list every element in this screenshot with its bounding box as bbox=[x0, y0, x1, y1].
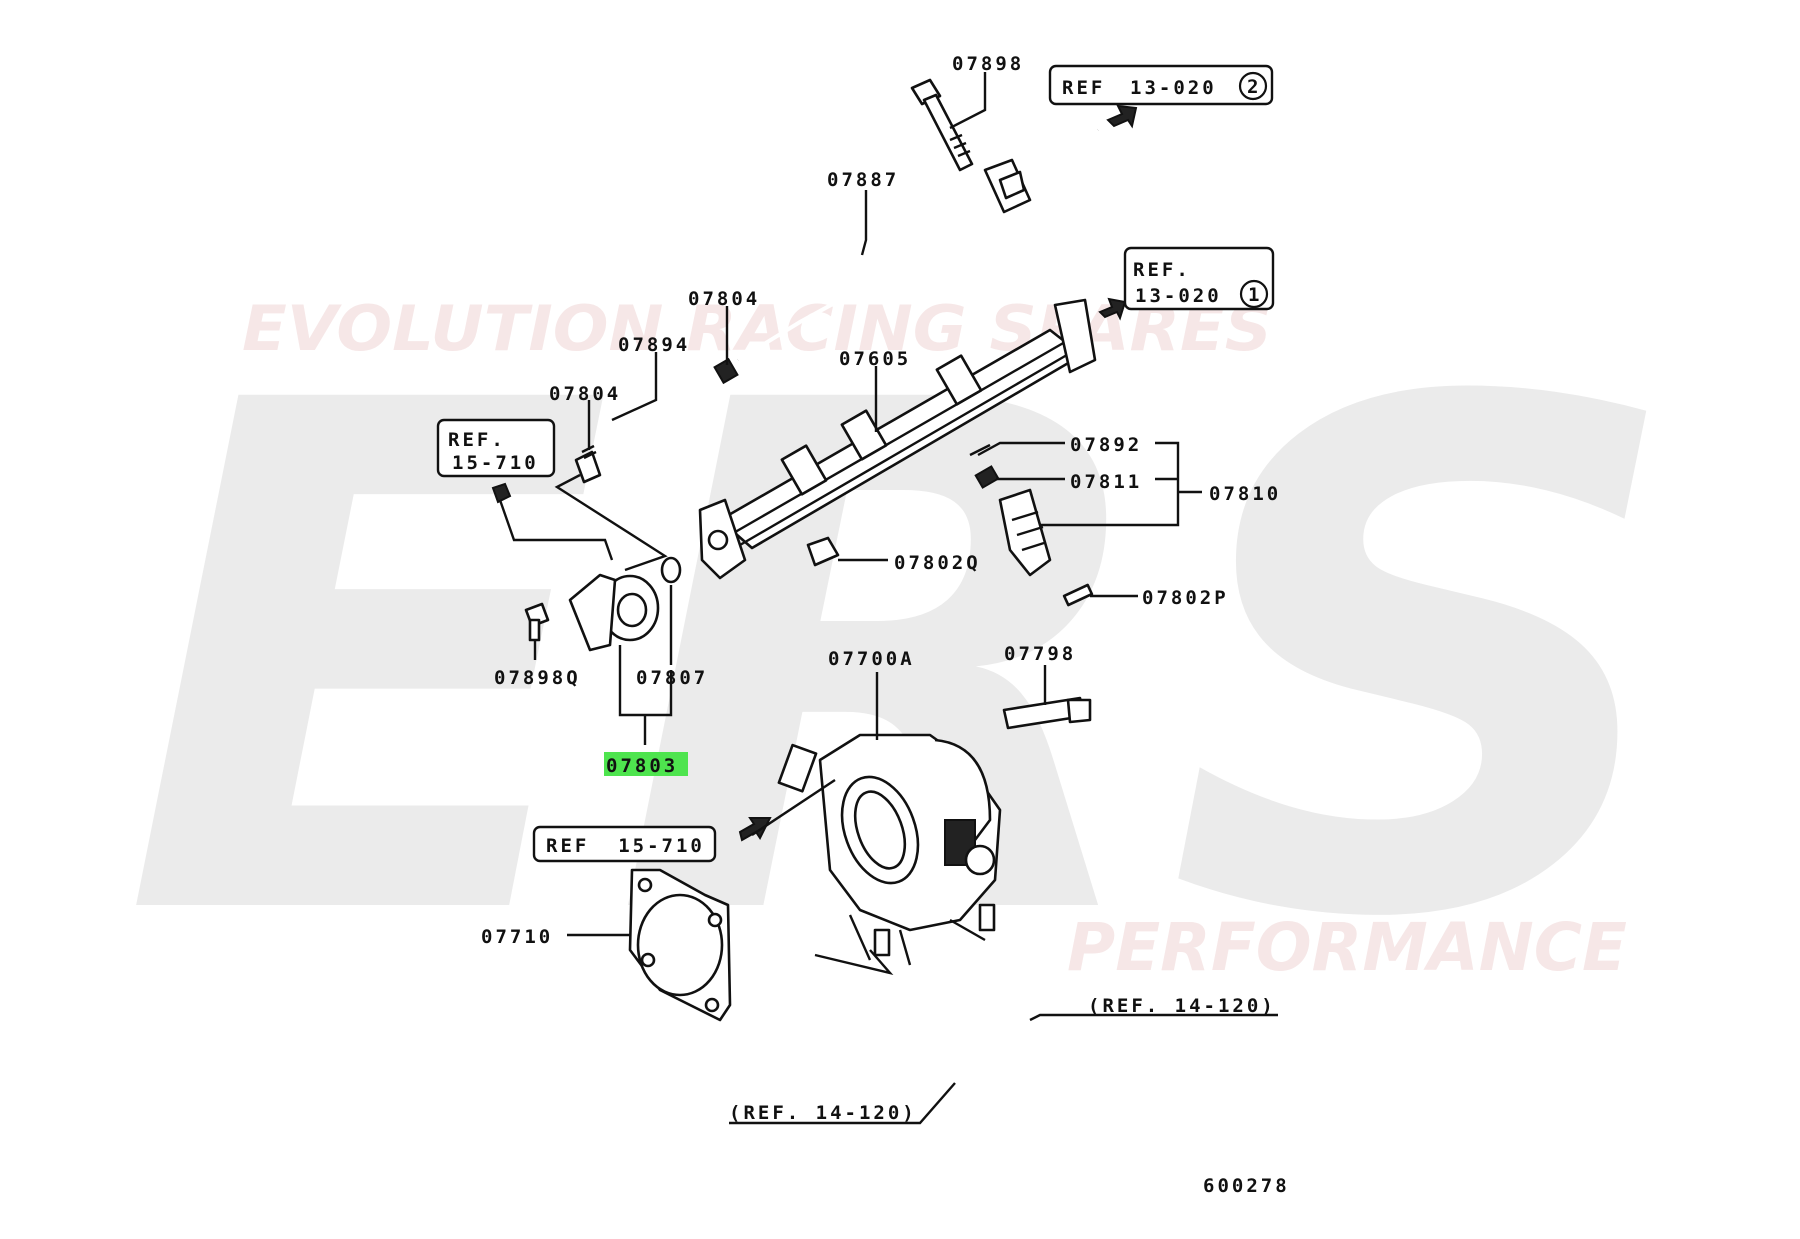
ref-box-13-020-1[interactable]: REF. 13-020 1 bbox=[1123, 246, 1275, 311]
throttle-body-07700A bbox=[738, 733, 1002, 966]
part-label-07804-left[interactable]: 07804 bbox=[549, 383, 621, 405]
part-label-07894[interactable]: 07894 bbox=[618, 334, 690, 356]
hoses-14-120 bbox=[814, 935, 1195, 1160]
fuel-pipe-07887 bbox=[736, 104, 1138, 362]
part-label-07798[interactable]: 07798 bbox=[1004, 643, 1076, 665]
gasket-07710 bbox=[628, 868, 732, 1022]
ref-box-15-710-left[interactable]: REF. 15-710 bbox=[436, 418, 556, 478]
watermark-top-text: EVOLUTION RACING SPARES bbox=[242, 292, 1272, 365]
part-label-07887[interactable]: 07887 bbox=[827, 169, 899, 191]
part-label-07700A[interactable]: 07700A bbox=[828, 648, 915, 670]
leader-lines bbox=[533, 72, 1278, 1125]
diagram-code: 600278 bbox=[1203, 1175, 1290, 1197]
watermark-bottom-text: PERFORMANCE bbox=[1067, 909, 1627, 986]
ref-label: REF. bbox=[448, 429, 506, 451]
ref-14-120-right[interactable]: (REF. 14-120) bbox=[1088, 995, 1276, 1017]
ref-box-13-020-2[interactable]: REF 13-020 2 bbox=[1048, 64, 1274, 106]
pressure-regulator bbox=[491, 473, 682, 652]
bolt-07798 bbox=[1002, 696, 1092, 730]
ref-number: 15-710 bbox=[452, 452, 539, 474]
part-label-07898Q[interactable]: 07898Q bbox=[494, 667, 581, 689]
part-label-07898[interactable]: 07898 bbox=[952, 53, 1024, 75]
watermark: ERS EVOLUTION RACING SPARES PERFORMANCE bbox=[121, 256, 1686, 1071]
bolt-07898 bbox=[910, 78, 974, 172]
part-label-07807[interactable]: 07807 bbox=[636, 667, 708, 689]
ref-label: REF. bbox=[1133, 259, 1191, 281]
part-label-07710[interactable]: 07710 bbox=[481, 926, 553, 948]
ref-circle-number: 1 bbox=[1248, 284, 1262, 306]
part-label-07802Q[interactable]: 07802Q bbox=[894, 552, 981, 574]
ref-box-15-710-mid[interactable]: REF 15-710 bbox=[532, 825, 717, 863]
part-label-07892[interactable]: 07892 bbox=[1070, 434, 1142, 456]
ref-number: 13-020 bbox=[1135, 285, 1222, 307]
part-label-07804-top[interactable]: 07804 bbox=[688, 288, 760, 310]
watermark-logo: ERS bbox=[121, 256, 1686, 1071]
part-label-07605[interactable]: 07605 bbox=[839, 348, 911, 370]
part-label-07803[interactable]: 07803 bbox=[606, 755, 678, 777]
injector-07810 bbox=[806, 443, 1094, 607]
hose-07894 bbox=[574, 357, 739, 484]
ref-number: 13-020 bbox=[1130, 77, 1217, 99]
fuel-rail-07605 bbox=[698, 297, 1127, 580]
highlight-07803 bbox=[604, 752, 688, 776]
part-labels: 07898 07887 07804 07894 07605 07804 0789… bbox=[481, 53, 1290, 1197]
ref-14-120-bottom[interactable]: (REF. 14-120) bbox=[729, 1102, 917, 1124]
ref-label: REF bbox=[1062, 77, 1105, 99]
part-label-07802P[interactable]: 07802P bbox=[1142, 587, 1229, 609]
part-label-07810[interactable]: 07810 bbox=[1209, 483, 1281, 505]
part-label-07811[interactable]: 07811 bbox=[1070, 471, 1142, 493]
ref-circle-number: 2 bbox=[1247, 76, 1261, 98]
ref-label: REF 15-710 bbox=[546, 835, 705, 857]
